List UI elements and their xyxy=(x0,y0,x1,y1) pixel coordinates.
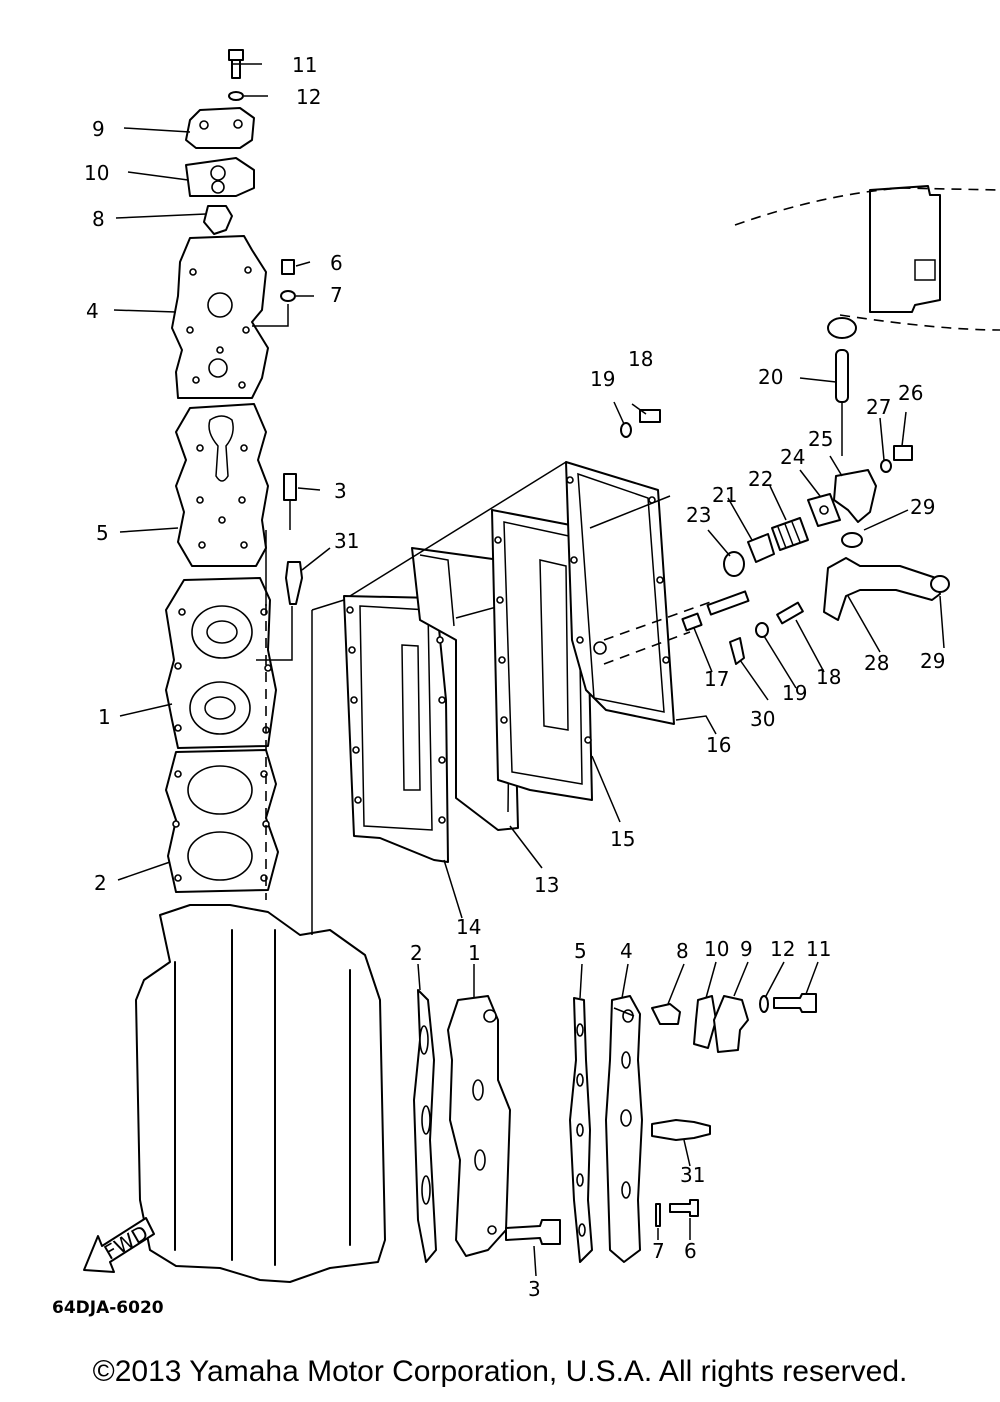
callout-25: 25 xyxy=(808,427,833,451)
joint-17 xyxy=(681,612,703,632)
callout-24: 24 xyxy=(780,445,805,469)
washer-7 xyxy=(280,290,296,302)
callout-31: 31 xyxy=(334,529,359,553)
pipe-17 xyxy=(706,590,750,616)
callout-4: 4 xyxy=(86,299,99,323)
engine-block xyxy=(135,904,386,1283)
callout-10b: 10 xyxy=(704,937,729,961)
bolt-26 xyxy=(893,445,913,461)
callout-5: 5 xyxy=(96,521,109,545)
callout-1b: 1 xyxy=(468,941,481,965)
cylinder-head-1-side xyxy=(447,995,511,1257)
thermostat-8 xyxy=(203,205,233,235)
callout-2b: 2 xyxy=(410,941,423,965)
callout-10: 10 xyxy=(84,161,109,185)
callout-15: 15 xyxy=(610,827,635,851)
callout-7b: 7 xyxy=(652,1239,665,1263)
bolt-3-side xyxy=(505,1219,561,1245)
callout-30: 30 xyxy=(750,707,775,731)
hose-28 xyxy=(823,557,941,621)
callout-8: 8 xyxy=(92,207,105,231)
callout-18b: 18 xyxy=(816,665,841,689)
callout-2: 2 xyxy=(94,871,107,895)
washer-27 xyxy=(880,459,892,473)
callout-29: 29 xyxy=(910,495,935,519)
callout-19: 19 xyxy=(590,367,615,391)
callout-labels: 11 12 9 10 8 6 7 4 5 3 31 1 2 19 18 20 2… xyxy=(84,53,945,1301)
head-cover-4-side xyxy=(605,995,643,1263)
callout-7: 7 xyxy=(330,283,343,307)
grommet xyxy=(827,317,857,339)
washer-19 xyxy=(620,422,632,438)
callout-19b: 19 xyxy=(782,681,807,705)
callout-22: 22 xyxy=(748,467,773,491)
valve-21 xyxy=(747,533,775,563)
callout-6: 6 xyxy=(330,251,343,275)
callout-20: 20 xyxy=(758,365,783,389)
clamp-29a xyxy=(841,532,863,548)
callout-16: 16 xyxy=(706,733,731,757)
callout-26: 26 xyxy=(898,381,923,405)
bolt-11 xyxy=(228,49,244,79)
bolt-6 xyxy=(281,259,295,275)
thermostat-cover-25 xyxy=(833,469,877,523)
callout-17: 17 xyxy=(704,667,729,691)
callout-14: 14 xyxy=(456,915,481,939)
callout-29b: 29 xyxy=(920,649,945,673)
diagram-code: 64DJA-6020 xyxy=(52,1298,164,1318)
clamp-29b xyxy=(930,575,950,593)
callout-13: 13 xyxy=(534,873,559,897)
callout-9b: 9 xyxy=(740,937,753,961)
callout-12b: 12 xyxy=(770,937,795,961)
thermostat-8-side xyxy=(651,1003,681,1025)
callout-28: 28 xyxy=(864,651,889,675)
callout-3b: 3 xyxy=(528,1277,541,1301)
callout-23: 23 xyxy=(686,503,711,527)
cover-9 xyxy=(185,107,255,149)
gasket-10-side xyxy=(693,995,717,1049)
seal-23 xyxy=(723,551,745,577)
bolt-18b xyxy=(776,601,804,625)
pipe-20 xyxy=(835,349,849,403)
gasket-14 xyxy=(343,595,449,863)
callout-11: 11 xyxy=(292,53,317,77)
callout-3: 3 xyxy=(334,479,347,503)
gasket-14-bolt-holes xyxy=(346,606,446,824)
powerhead-outline xyxy=(869,185,941,313)
callout-6b: 6 xyxy=(684,1239,697,1263)
washer-7-side xyxy=(655,1203,661,1227)
cover-9-side xyxy=(713,995,749,1053)
callout-11b: 11 xyxy=(806,937,831,961)
washer-12 xyxy=(228,91,244,101)
washer-12-side xyxy=(759,995,769,1013)
callout-4b: 4 xyxy=(620,939,633,963)
callout-31b: 31 xyxy=(680,1163,705,1187)
bolt-3 xyxy=(283,473,297,501)
callout-9: 9 xyxy=(92,117,105,141)
spring-22 xyxy=(771,517,809,551)
callout-18: 18 xyxy=(628,347,653,371)
callout-8b: 8 xyxy=(676,939,689,963)
gasket-5 xyxy=(175,403,269,567)
spark-plug-31-side xyxy=(651,1119,711,1141)
callout-1: 1 xyxy=(98,705,111,729)
fwd-arrow-icon: FWD xyxy=(83,1217,155,1273)
callout-12: 12 xyxy=(296,85,321,109)
bolt-6-side xyxy=(669,1199,699,1217)
spark-plug-31 xyxy=(285,561,303,605)
bolt-11-side xyxy=(773,993,817,1013)
clip-30 xyxy=(729,637,745,665)
cover-16-bolt-holes xyxy=(566,476,670,664)
copyright-notice: ©2013 Yamaha Motor Corporation, U.S.A. A… xyxy=(92,1355,908,1388)
callout-5b: 5 xyxy=(574,939,587,963)
washer-19b xyxy=(755,622,769,638)
callout-27: 27 xyxy=(866,395,891,419)
callout-21: 21 xyxy=(712,483,737,507)
